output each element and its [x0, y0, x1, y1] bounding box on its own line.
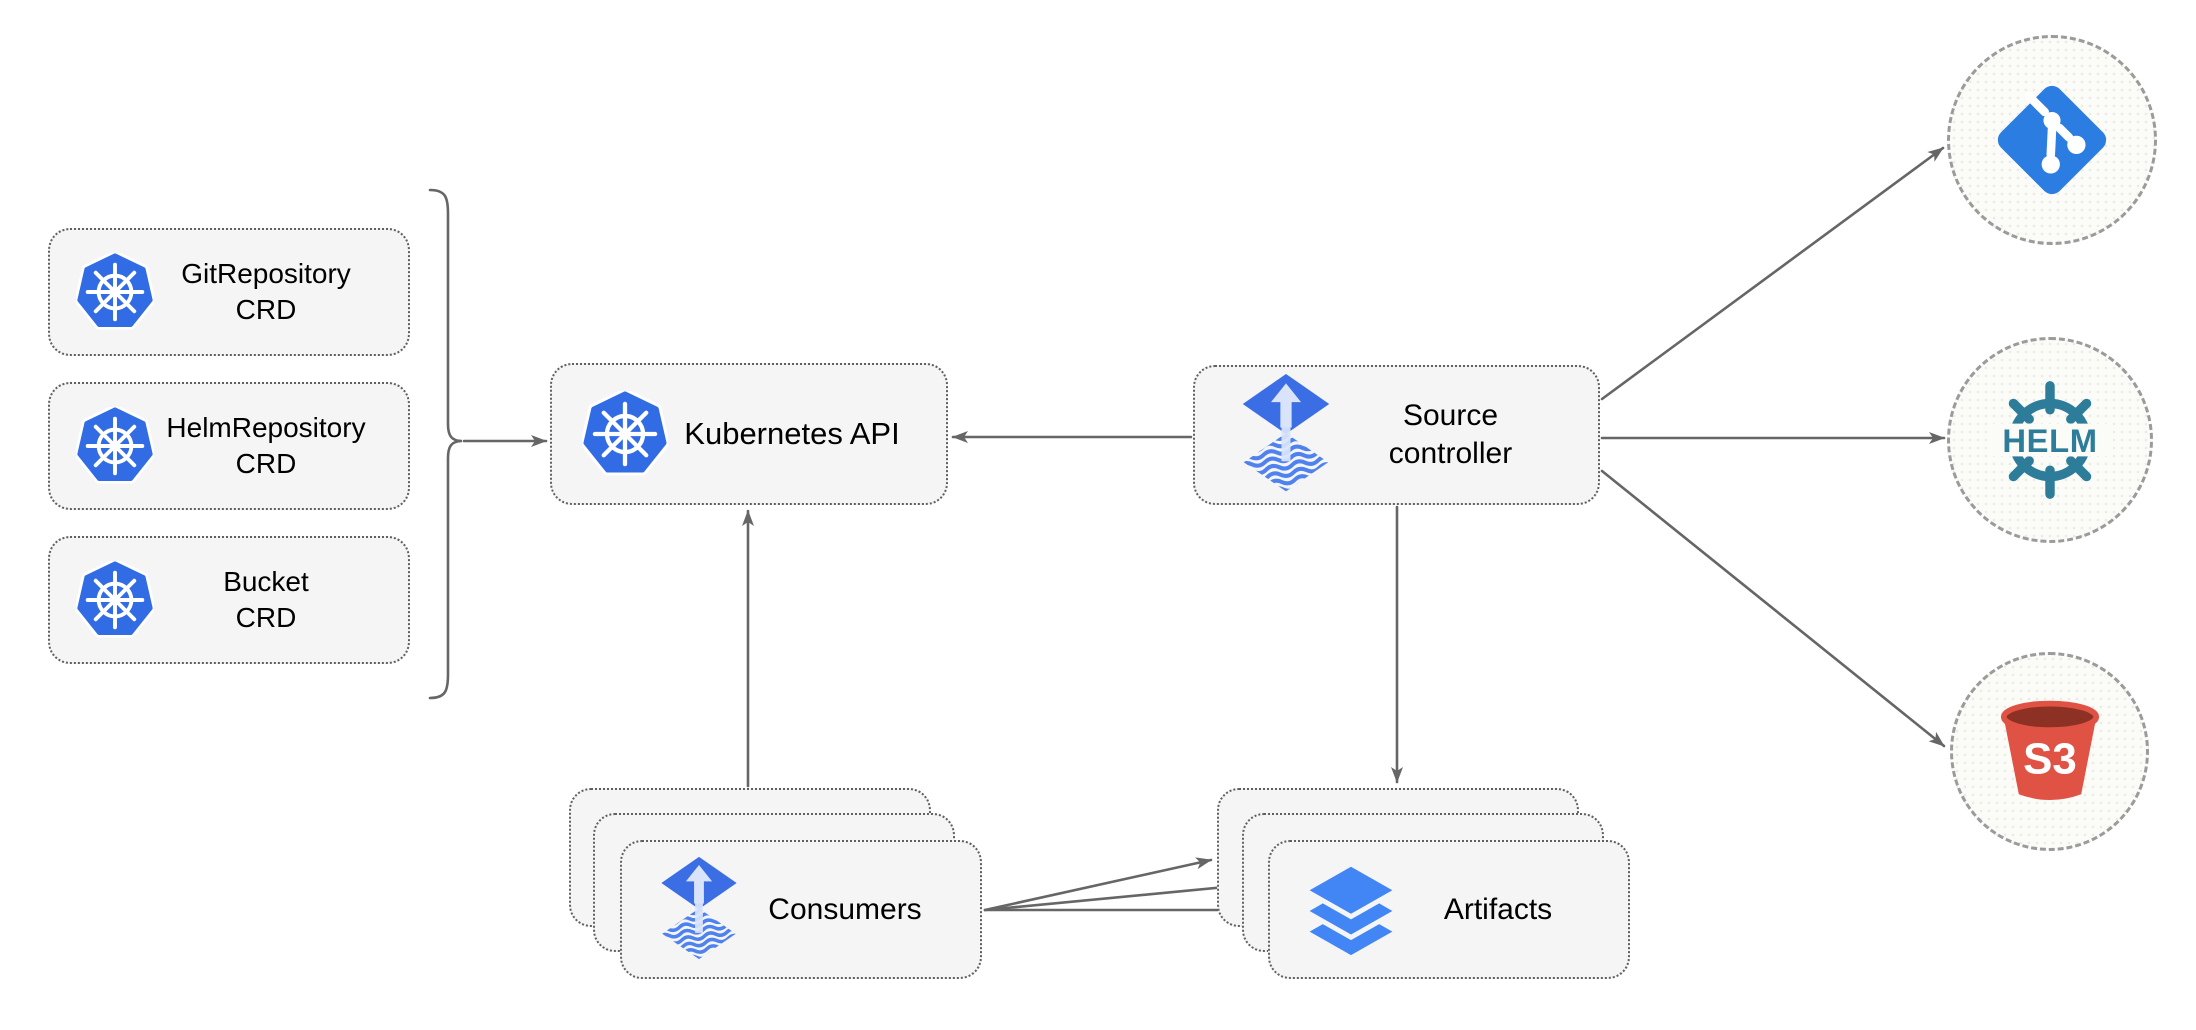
helm-icon: HELM [1987, 381, 2113, 499]
arrow-consumers-to-artifacts-1 [983, 857, 1213, 912]
source-controller-label: Source controller [1333, 397, 1598, 473]
arrow-source-to-s3 [1600, 469, 1946, 748]
git-source-node [1947, 35, 2157, 245]
crd-group-bracket [428, 188, 463, 700]
helmrepository-crd-label: HelmRepository CRD [154, 410, 408, 482]
crd-title: Bucket [223, 566, 309, 597]
gitrepository-crd-node: GitRepository CRD [48, 228, 410, 356]
kubernetes-icon [76, 561, 154, 639]
arrow-source-to-git [1600, 146, 1945, 401]
s3-wordmark: S3 [2023, 734, 2077, 783]
source-controller-node: Source controller [1193, 365, 1600, 505]
consumers-label: Consumers [768, 892, 922, 926]
kubernetes-icon [76, 253, 154, 331]
helm-wordmark: HELM [2002, 422, 2097, 459]
crd-subtitle: CRD [235, 602, 297, 633]
crd-title: HelmRepository [166, 412, 366, 443]
kubernetes-api-label: Kubernetes API [684, 416, 900, 451]
helmrepository-crd-node: HelmRepository CRD [48, 382, 410, 510]
kubernetes-icon [582, 391, 668, 477]
arrow-consumers-to-artifacts-2 [983, 881, 1238, 912]
artifacts-label: Artifacts [1443, 892, 1553, 926]
bucket-crd-label: Bucket CRD [154, 564, 408, 636]
s3-source-node: S3 [1950, 652, 2149, 851]
crd-subtitle: CRD [235, 448, 297, 479]
bucket-crd-node: Bucket CRD [48, 536, 410, 664]
helm-source-node: HELM [1947, 337, 2153, 543]
flux-icon [658, 856, 740, 964]
crd-title: GitRepository [181, 258, 351, 289]
source-controller-title: Source [1402, 399, 1499, 432]
crd-subtitle: CRD [235, 294, 297, 325]
source-controller-subtitle: controller [1388, 437, 1513, 470]
kubernetes-api-node: Kubernetes API [550, 363, 948, 505]
s3-bucket-icon: S3 [2000, 700, 2099, 800]
kubernetes-icon [76, 407, 154, 485]
consumers-node: Consumers [620, 840, 982, 979]
layers-icon [1304, 863, 1398, 957]
git-icon [1997, 85, 2107, 195]
flux-icon [1239, 373, 1333, 497]
artifacts-node: Artifacts [1268, 840, 1630, 979]
gitrepository-crd-label: GitRepository CRD [154, 256, 408, 328]
